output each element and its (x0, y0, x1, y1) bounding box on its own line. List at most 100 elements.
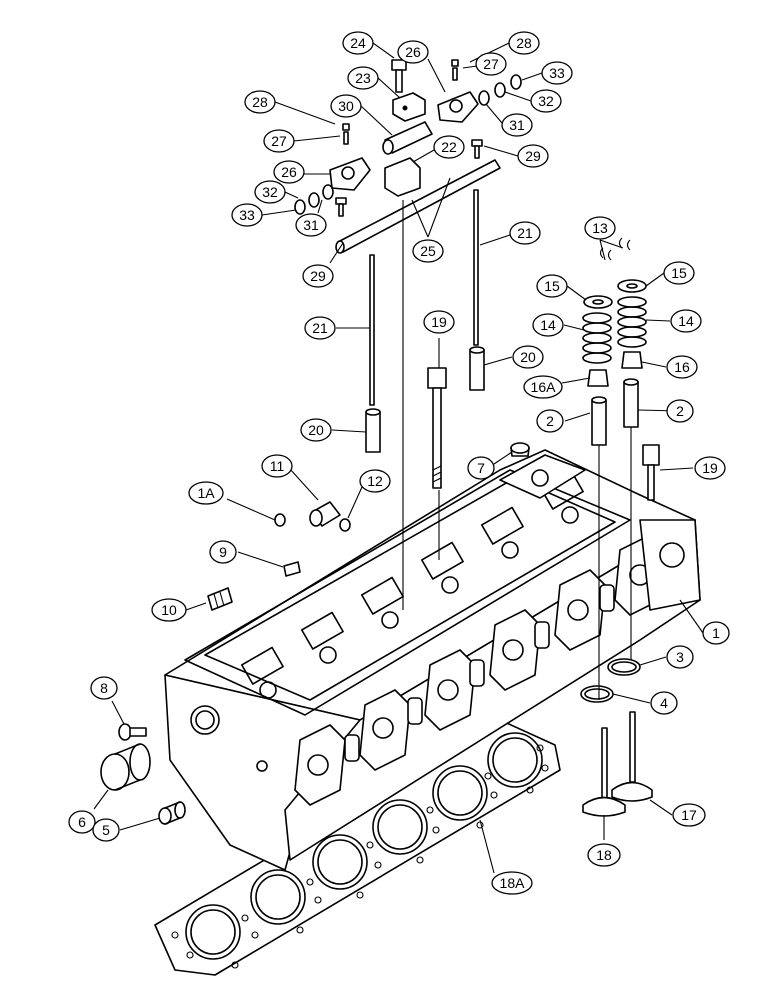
callout-29: 29 (517, 144, 549, 168)
callout-17: 17 (672, 803, 706, 827)
cylinder-head (164, 449, 701, 871)
part-20-tappets (365, 346, 485, 453)
callout-label: 26 (281, 164, 297, 180)
callout-label: 2 (676, 403, 684, 419)
callout-label: 26 (405, 44, 421, 60)
callout-2: 2 (666, 399, 694, 423)
callout-label: 22 (441, 139, 457, 155)
callout-31: 31 (501, 113, 533, 137)
callout-label: 33 (239, 207, 255, 223)
callout-label: 16 (674, 359, 690, 375)
part-27-28-upper (451, 59, 459, 81)
callout-label: 32 (538, 93, 554, 109)
rings-lower (294, 184, 334, 215)
callout-label: 19 (431, 314, 447, 330)
callout-label: 25 (420, 243, 436, 259)
callout-28: 28 (508, 31, 540, 55)
part-9-plug (283, 561, 301, 577)
callout-18a: 18A (491, 871, 533, 895)
part-23-block (392, 92, 426, 122)
callout-9: 9 (209, 540, 237, 564)
callout-31: 31 (295, 213, 327, 237)
part-5-plug (158, 801, 186, 825)
callout-6: 6 (68, 810, 96, 834)
valves (582, 711, 653, 817)
callout-15: 15 (536, 274, 568, 298)
callout-label: 15 (671, 265, 687, 281)
part-6-cup (100, 743, 151, 791)
callout-7: 7 (467, 456, 495, 480)
callout-26: 26 (273, 160, 305, 184)
callout-label: 10 (161, 602, 177, 618)
callout-label: 20 (308, 422, 324, 438)
callout-16a: 16A (523, 375, 563, 399)
callout-30: 30 (330, 94, 362, 118)
callout-12: 12 (359, 469, 391, 493)
callout-label: 15 (544, 278, 560, 294)
valve-guides (591, 378, 639, 446)
callout-label: 31 (303, 217, 319, 233)
callout-4: 4 (650, 691, 678, 715)
valve-seats (580, 658, 641, 703)
callout-10: 10 (151, 598, 187, 622)
callout-26: 26 (397, 40, 429, 64)
callout-label: 29 (525, 148, 541, 164)
callout-label: 21 (517, 225, 533, 241)
callout-25: 25 (412, 239, 444, 263)
callout-label: 17 (681, 807, 697, 823)
callout-label: 23 (355, 70, 371, 86)
callout-label: 14 (540, 317, 556, 333)
callout-label: 30 (338, 98, 354, 114)
callout-19: 19 (694, 456, 726, 480)
callout-label: 21 (312, 320, 328, 336)
callout-label: 28 (516, 35, 532, 51)
callout-19: 19 (423, 310, 455, 334)
callout-label: 18 (596, 847, 612, 863)
part-27-28-lower (342, 123, 350, 145)
callout-label: 1A (197, 485, 215, 501)
callout-label: 14 (678, 313, 694, 329)
rings-upper (478, 74, 522, 106)
part-26-rocker-upper (437, 91, 479, 123)
part-24-bolt (391, 59, 407, 93)
callout-label: 27 (483, 56, 499, 72)
head-gasket (154, 719, 561, 976)
part-11-fitting (274, 501, 351, 532)
callout-21: 21 (509, 221, 541, 245)
callout-label: 28 (252, 94, 268, 110)
callout-label: 24 (350, 35, 366, 51)
callout-13: 13 (584, 216, 616, 240)
part-8-plug (118, 723, 147, 741)
part-7-cup (510, 442, 530, 457)
callout-14: 14 (670, 309, 702, 333)
callout-15: 15 (663, 261, 695, 285)
callout-1: 1 (702, 621, 730, 645)
callout-32: 32 (254, 180, 286, 204)
callout-33: 33 (541, 61, 573, 85)
callout-32: 32 (530, 89, 562, 113)
callout-label: 11 (270, 458, 285, 474)
callout-24: 24 (342, 31, 374, 55)
callout-label: 13 (592, 220, 608, 236)
callout-20: 20 (300, 418, 332, 442)
part-10-plug (207, 587, 233, 611)
callout-label: 8 (100, 680, 108, 696)
callout-33: 33 (231, 203, 263, 227)
part-21-pushrods (369, 189, 479, 406)
callout-22: 22 (433, 135, 465, 159)
callout-label: 12 (367, 473, 383, 489)
valve-keepers (599, 237, 631, 261)
callout-23: 23 (347, 66, 379, 90)
callout-27: 27 (263, 129, 295, 153)
valve-springs (582, 296, 647, 364)
callout-label: 7 (477, 460, 485, 476)
callout-11: 11 (261, 454, 293, 478)
callout-label: 5 (102, 822, 110, 838)
leader-lines (93, 42, 704, 874)
callout-28: 28 (244, 90, 276, 114)
callout-label: 20 (520, 349, 536, 365)
callout-label: 18A (500, 875, 526, 891)
callout-2: 2 (536, 409, 564, 433)
